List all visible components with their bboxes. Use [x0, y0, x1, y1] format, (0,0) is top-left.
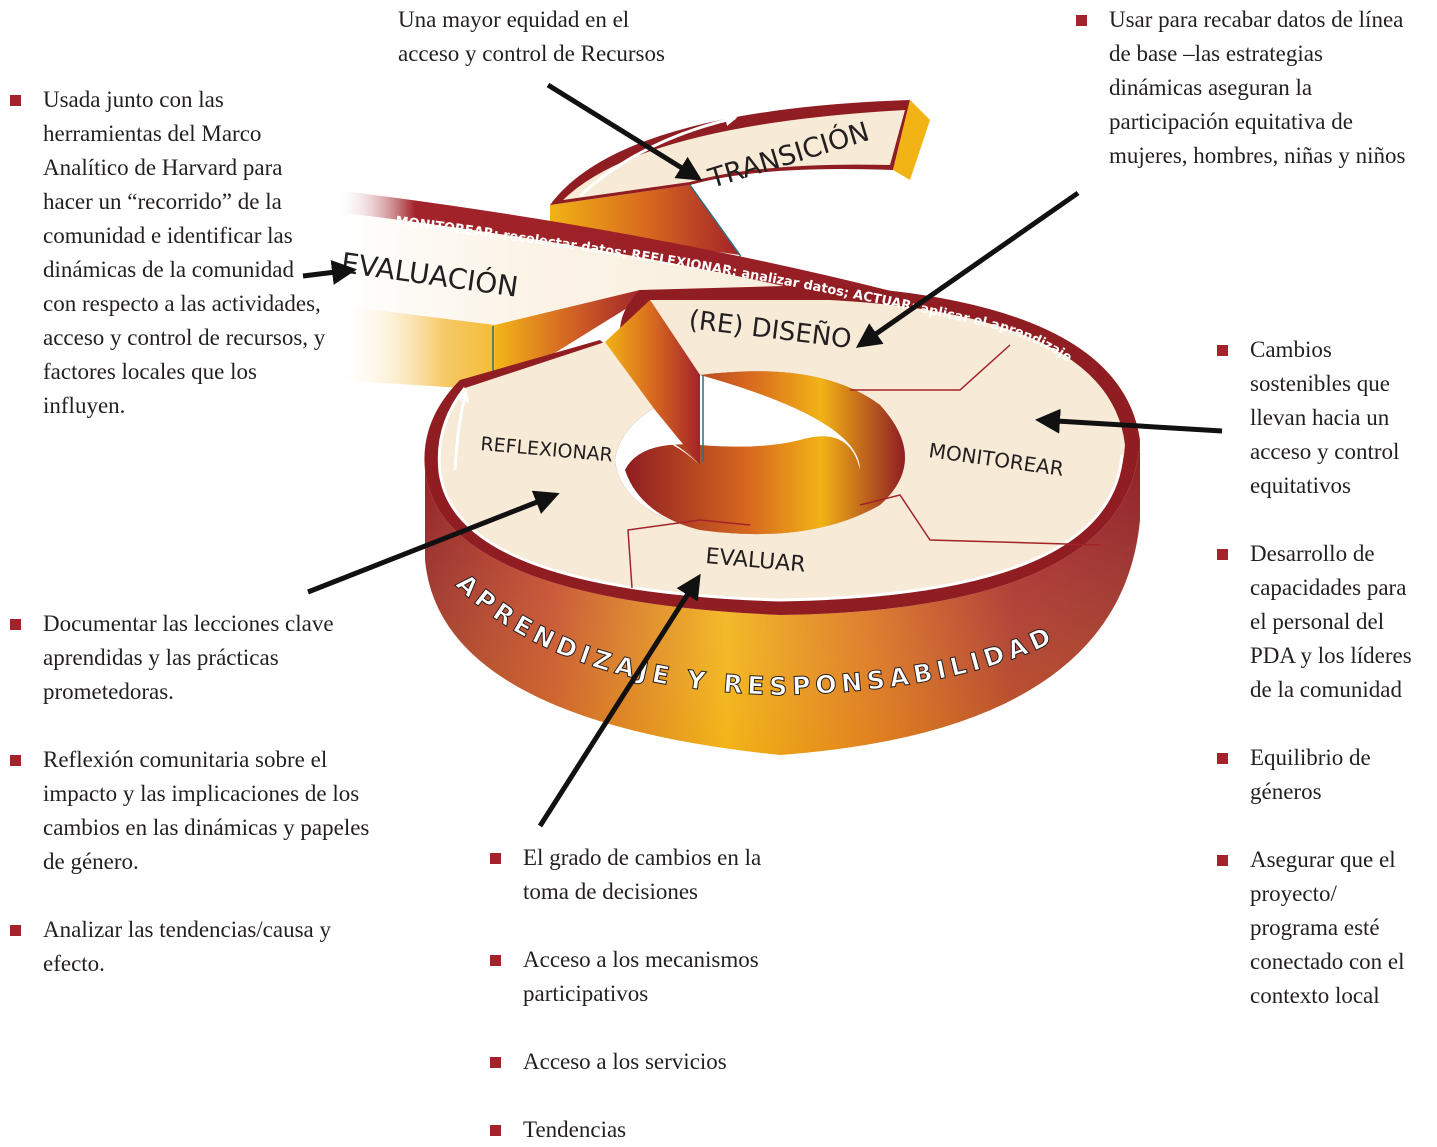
transicion-segment	[550, 100, 930, 262]
note-right-text-3: Equilibrio de géneros	[1250, 745, 1371, 804]
note-right-item: Desarrollo de capacidades para el person…	[1217, 537, 1422, 707]
note-bottom-center-item: Acceso a los mecanismos participativos	[490, 943, 790, 1011]
bullet-icon	[10, 925, 21, 936]
arrow-monitorear	[1035, 408, 1223, 434]
note-top-center-line-1: Una mayor equidad en el	[398, 7, 630, 32]
note-bottom-center-item: Acceso a los servicios	[490, 1045, 790, 1079]
note-right-text-1: Cambios sostenibles que llevan hacia un …	[1250, 337, 1400, 498]
note-right-item: Equilibrio de géneros	[1217, 741, 1422, 809]
note-left-bottom-text-3: Analizar las tendencias/causa y efecto.	[43, 917, 332, 976]
note-top-right: Usar para recabar datos de línea de base…	[1076, 3, 1421, 173]
note-bottom-center-item: Tendencias	[490, 1113, 790, 1147]
bullet-icon	[490, 955, 501, 966]
note-bottom-center-text-2: Acceso a los mecanismos participativos	[523, 947, 759, 1006]
bullet-icon	[490, 1125, 501, 1136]
arrow-transicion	[546, 82, 703, 181]
note-bottom-center: El grado de cambios en la toma de decisi…	[490, 841, 790, 1147]
bullet-icon	[490, 853, 501, 864]
note-bottom-center-item: El grado de cambios en la toma de decisi…	[490, 841, 790, 909]
bullet-icon	[490, 1057, 501, 1068]
note-left-bottom: Documentar las lecciones clave aprendida…	[10, 607, 385, 981]
bullet-icon	[10, 619, 21, 630]
note-left-bottom-item: Reflexión comunitaria sobre el impacto y…	[10, 743, 385, 879]
note-left-top-text: Usada junto con las herramientas del Mar…	[43, 87, 326, 418]
note-left-bottom-text-1: Documentar las lecciones clave aprendida…	[43, 611, 334, 704]
note-right-text-4: Asegurar que el proyecto/ programa esté …	[1250, 847, 1405, 1008]
note-bottom-center-text-3: Acceso a los servicios	[523, 1049, 727, 1074]
note-bottom-center-text-4: Tendencias	[523, 1117, 627, 1142]
note-bottom-center-text-1: El grado de cambios en la toma de decisi…	[523, 845, 762, 904]
bullet-icon	[1217, 345, 1228, 356]
arrow-rediseno	[855, 190, 1080, 348]
bullet-icon	[1217, 549, 1228, 560]
bullet-icon	[1076, 15, 1087, 26]
note-left-top: Usada junto con las herramientas del Mar…	[10, 83, 330, 423]
bullet-icon	[1217, 855, 1228, 866]
note-right-item: Cambios sostenibles que llevan hacia un …	[1217, 333, 1422, 503]
note-right-text-2: Desarrollo de capacidades para el person…	[1250, 541, 1412, 702]
arrow-reflexionar	[307, 490, 560, 595]
cycle-ring	[424, 285, 1140, 755]
bullet-icon	[1217, 753, 1228, 764]
note-top-center: Una mayor equidad en el acceso y control…	[398, 3, 728, 71]
bullet-icon	[10, 755, 21, 766]
note-left-bottom-item: Analizar las tendencias/causa y efecto.	[10, 913, 385, 981]
bullet-icon	[10, 95, 21, 106]
note-left-bottom-text-2: Reflexión comunitaria sobre el impacto y…	[43, 747, 370, 874]
note-left-top-item: Usada junto con las herramientas del Mar…	[10, 83, 330, 423]
note-left-bottom-item: Documentar las lecciones clave aprendida…	[10, 607, 385, 709]
note-right: Cambios sostenibles que llevan hacia un …	[1217, 333, 1422, 1013]
note-right-item: Asegurar que el proyecto/ programa esté …	[1217, 843, 1422, 1013]
arrow-evaluacion	[302, 260, 357, 285]
note-top-right-item: Usar para recabar datos de línea de base…	[1076, 3, 1421, 173]
note-top-right-text: Usar para recabar datos de línea de base…	[1109, 7, 1406, 168]
arrow-evaluar	[537, 573, 701, 828]
note-top-center-line-2: acceso y control de Recursos	[398, 41, 665, 66]
